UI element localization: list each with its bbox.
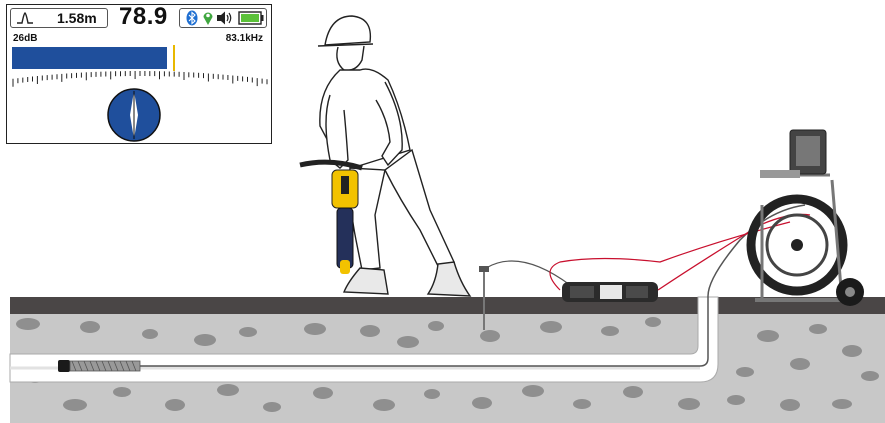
- gain-readout: 26dB: [13, 33, 38, 44]
- peak-marker: [173, 45, 175, 71]
- signal-scale-ticks: [12, 71, 268, 87]
- status-icons: [179, 8, 267, 28]
- ground-stake: [479, 266, 489, 330]
- depth-box[interactable]: 1.58m: [10, 8, 108, 28]
- speaker-icon: [217, 11, 232, 25]
- signal-strength-readout: 78.9: [119, 3, 168, 30]
- locator-screen: 1.58m 78.9 26dB 83.1kHz: [6, 3, 272, 144]
- depth-readout: 1.58m: [57, 10, 97, 26]
- signal-transmitter: [562, 282, 658, 302]
- gps-pin-icon: [203, 12, 213, 25]
- battery-icon: [238, 11, 264, 25]
- peak-mode-icon: [17, 12, 33, 24]
- signal-lead-black: [549, 221, 791, 291]
- compass-icon: [107, 88, 161, 142]
- ground-surface: [10, 297, 885, 314]
- push-cable: [140, 204, 806, 367]
- bluetooth-icon: [186, 10, 198, 26]
- frequency-readout: 83.1kHz: [225, 33, 263, 44]
- signal-lead-red: [657, 213, 811, 291]
- status-row: 1.58m 78.9: [7, 3, 271, 31]
- ground-lead: [485, 260, 571, 286]
- signal-strength-bar: [12, 47, 167, 69]
- camera-reel-system: [746, 129, 864, 306]
- sonde-camera-head: [58, 360, 141, 372]
- handheld-locator: [299, 159, 363, 274]
